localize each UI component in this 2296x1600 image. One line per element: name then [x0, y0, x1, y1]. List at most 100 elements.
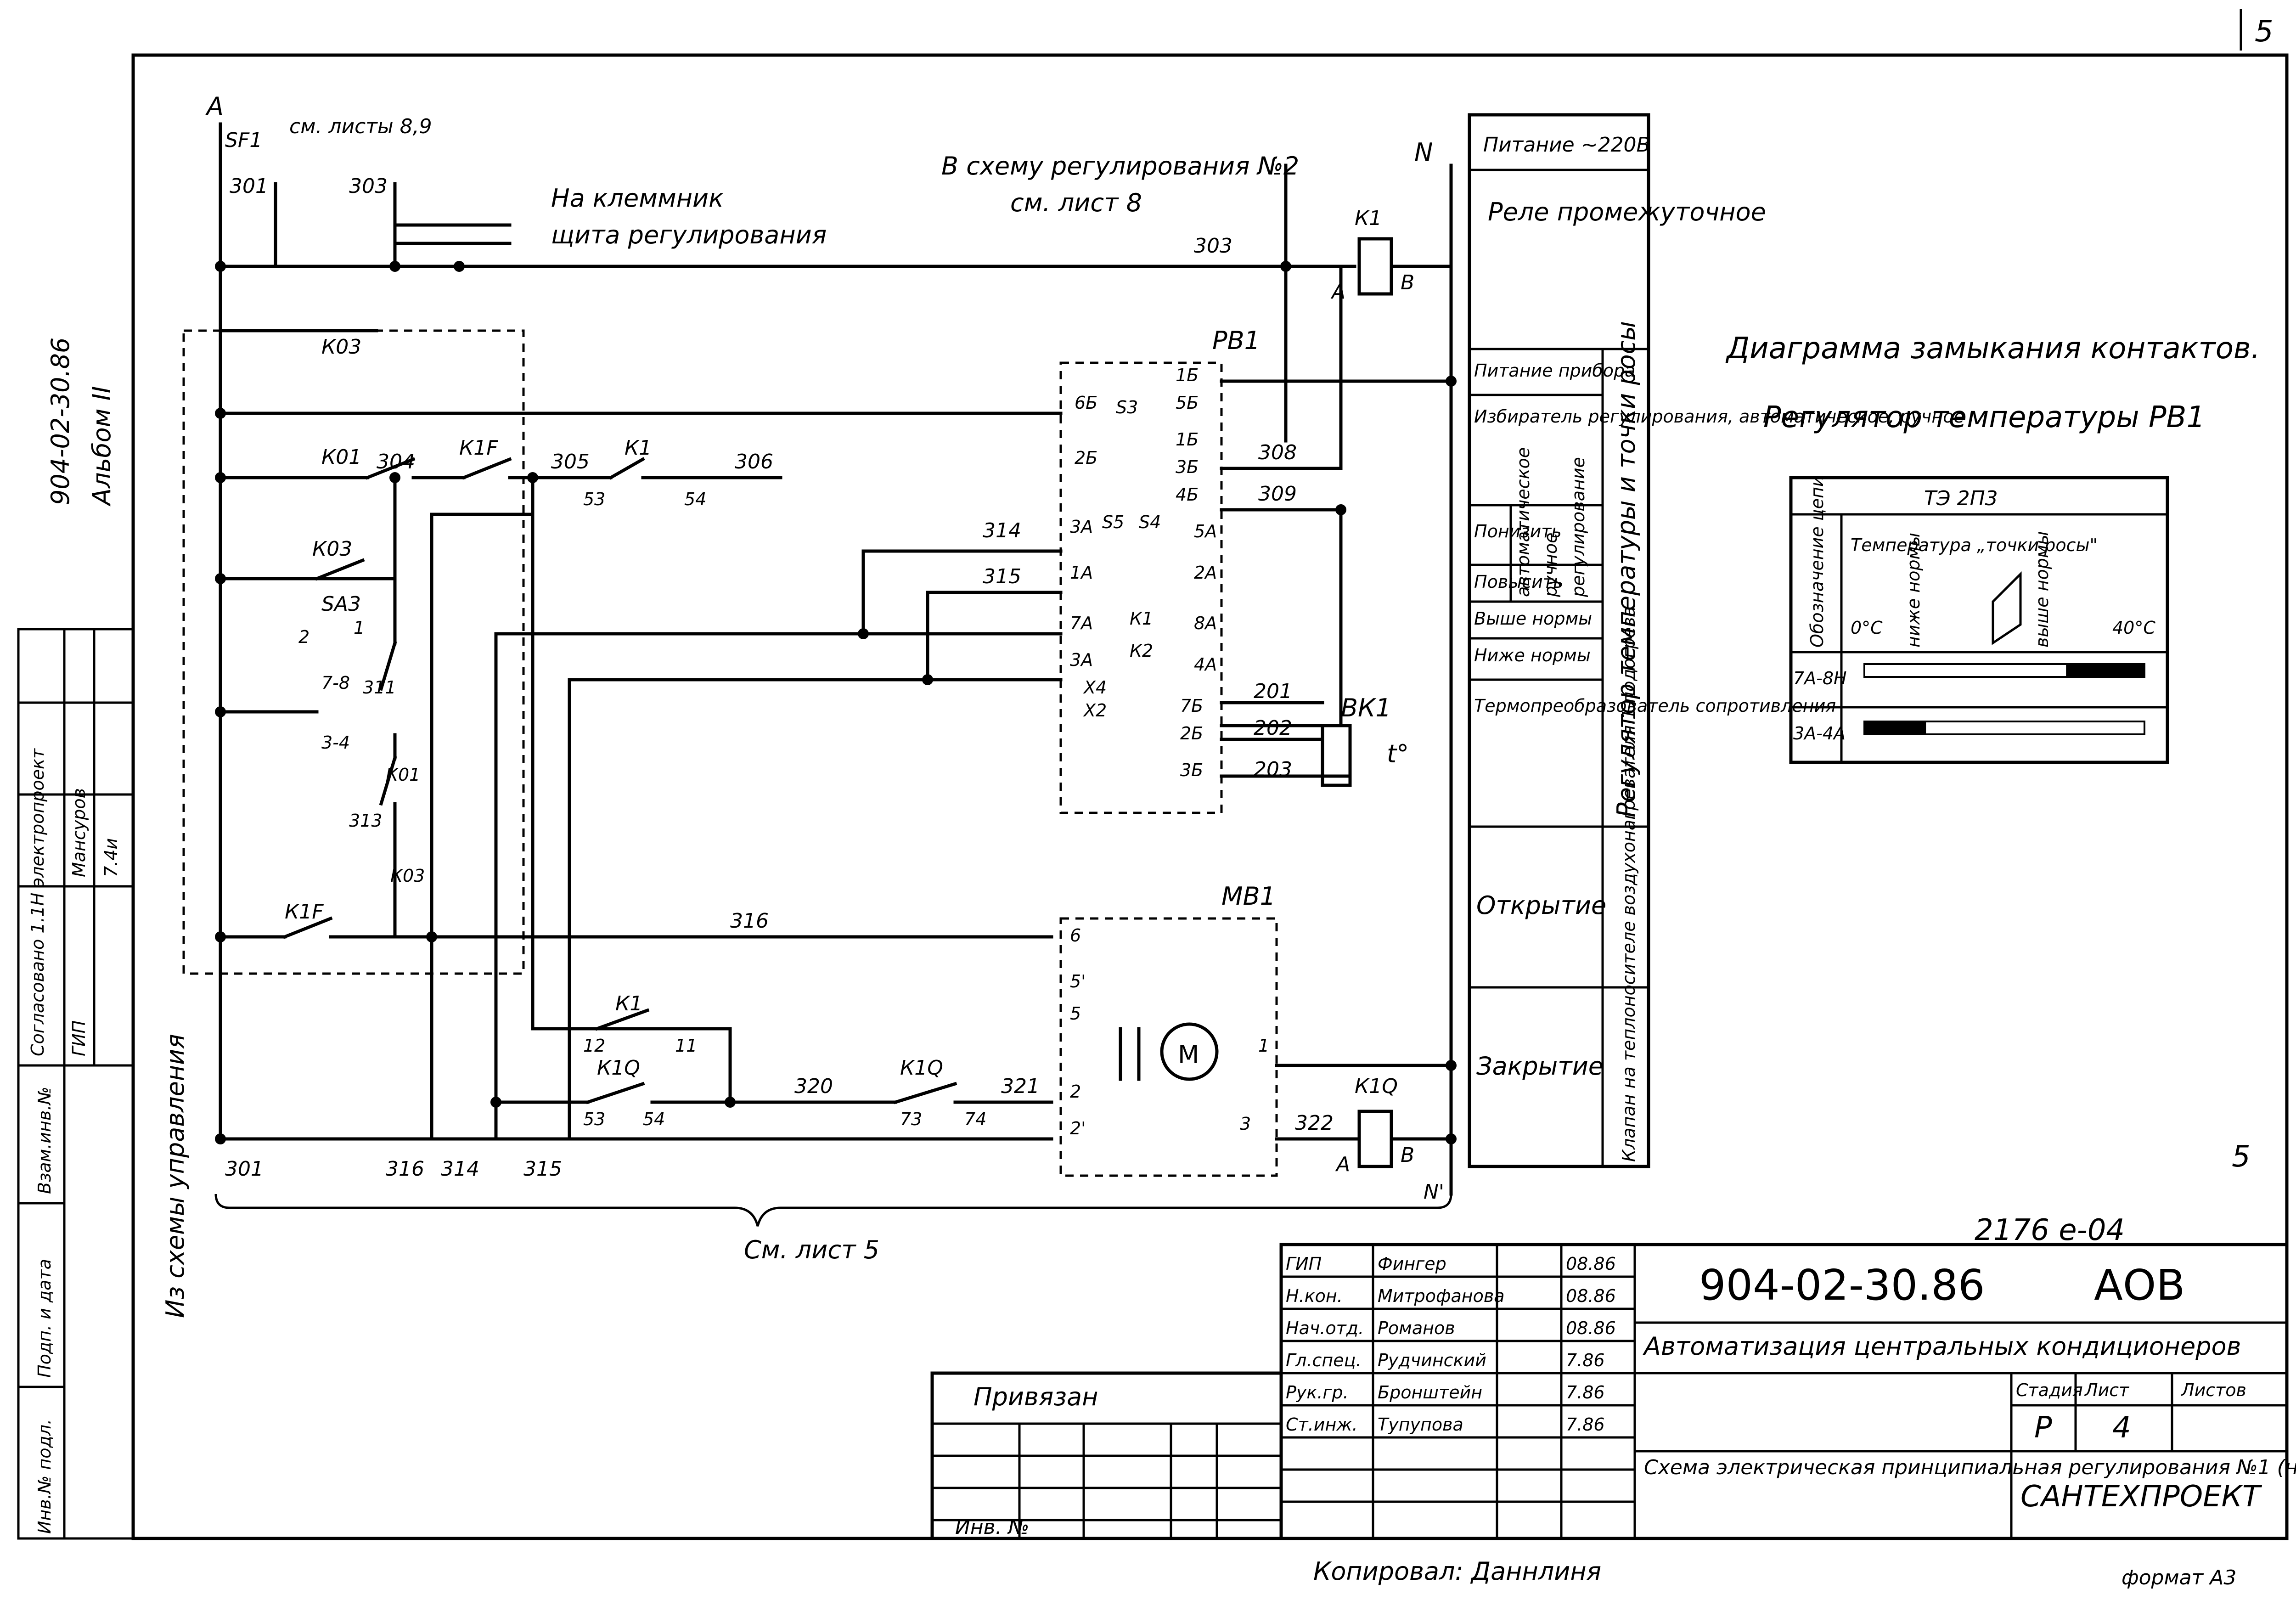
schematic-wiring: [182, 122, 1453, 1227]
svg-text:0°С: 0°С: [1851, 618, 1883, 638]
svg-text:4Б: 4Б: [1176, 485, 1199, 505]
svg-text:2Б: 2Б: [1075, 448, 1097, 468]
regulator-rb1-box: [1059, 361, 1223, 814]
phase-label: А: [205, 92, 224, 121]
svg-text:Стадия: Стадия: [2016, 1380, 2083, 1400]
svg-text:3Б: 3Б: [1180, 760, 1203, 780]
motor-mb1-box: [1059, 917, 1278, 1177]
svg-text:2': 2': [1070, 1118, 1086, 1138]
svg-text:Нач.отд.: Нач.отд.: [1286, 1318, 1364, 1338]
from-control-label: Из схемы управления: [161, 1034, 190, 1318]
svg-text:2Б: 2Б: [1180, 723, 1203, 744]
svg-text:202: 202: [1254, 716, 1292, 740]
legend-regulator-title: Регулятор температуры и точки росы: [1612, 321, 1641, 817]
schematic-labels: А SF1 см. листы 8,9 На клеммник щита рег…: [161, 92, 1444, 1318]
svg-text:3А: 3А: [1070, 650, 1093, 670]
svg-text:315: 315: [523, 1157, 562, 1181]
svg-text:08.86: 08.86: [1566, 1318, 1616, 1338]
svg-text:В: В: [1401, 271, 1414, 294]
svg-text:5': 5': [1070, 971, 1086, 992]
svg-text:К1Q: К1Q: [597, 1056, 640, 1080]
svg-text:Х2: Х2: [1083, 700, 1107, 721]
legend-relay: Реле промежуточное: [1488, 197, 1766, 226]
svg-text:Х4: Х4: [1083, 677, 1107, 698]
contact-diagram-title: Диаграмма замыкания контактов.: [1725, 332, 2260, 366]
svg-text:308: 308: [1258, 441, 1297, 464]
svg-text:Лист: Лист: [2084, 1380, 2130, 1400]
svg-text:К1Q: К1Q: [900, 1056, 943, 1080]
contact-closed-bar: [2066, 664, 2144, 677]
doc-code: 904-02-30.86: [1699, 1261, 1985, 1310]
svg-text:К1: К1: [615, 992, 642, 1015]
motor-symbol: [1160, 1022, 1219, 1081]
svg-text:309: 309: [1258, 482, 1297, 506]
svg-text:1Б: 1Б: [1176, 429, 1199, 450]
see-sheets-89: см. листы 8,9: [289, 115, 432, 138]
sheet-value: 4: [2112, 1411, 2131, 1445]
inv-label: Инв. №: [955, 1515, 1029, 1539]
relay-k1-label: К1: [1355, 207, 1382, 230]
svg-text:Тупупова: Тупупова: [1378, 1414, 1463, 1435]
legend-column: Питание ~220В Реле промежуточное Питание…: [1468, 113, 1964, 1168]
svg-text:306: 306: [735, 450, 773, 473]
svg-text:7А-8Н: 7А-8Н: [1793, 668, 1847, 688]
contact-diagram: Диаграмма замыкания контактов. Регулятор…: [1725, 332, 2260, 764]
junction-dots: [215, 261, 1457, 1144]
breaker-label: SF1: [225, 129, 262, 152]
svg-text:А: А: [1330, 280, 1345, 304]
svg-text:К1: К1: [625, 436, 652, 460]
svg-text:Ст.инж.: Ст.инж.: [1286, 1414, 1358, 1435]
sign-date-label: Подп. и дата: [34, 1259, 55, 1378]
svg-text:4А: 4А: [1194, 654, 1217, 675]
svg-text:12: 12: [583, 1036, 605, 1056]
side-album: Альбом II: [87, 386, 116, 507]
svg-text:3А: 3А: [1070, 517, 1093, 537]
inv-no-label: Взам.инв.№: [34, 1087, 55, 1194]
legend-power: Питание ~220В: [1483, 133, 1650, 157]
neutral-label: N: [1414, 138, 1433, 167]
svg-text:К1: К1: [1130, 608, 1153, 629]
svg-text:К03: К03: [321, 335, 361, 359]
svg-text:3Б: 3Б: [1176, 457, 1199, 477]
see-sheet-5: См. лист 5: [744, 1235, 879, 1264]
svg-text:305: 305: [551, 450, 590, 473]
svg-text:301: 301: [225, 1157, 264, 1181]
svg-text:Митрофанова: Митрофанова: [1378, 1286, 1505, 1306]
svg-text:2: 2: [1070, 1082, 1081, 1102]
svg-text:Рудчинский: Рудчинский: [1378, 1350, 1486, 1370]
svg-text:5А: 5А: [1194, 521, 1217, 541]
svg-text:7.86: 7.86: [1566, 1382, 1605, 1403]
svg-text:1: 1: [1258, 1036, 1269, 1056]
svg-text:выше нормы: выше нормы: [2032, 531, 2052, 648]
sheet-frame: [131, 53, 2289, 1540]
row-head: Обозначение цепи: [1807, 475, 1827, 648]
svg-text:К01: К01: [321, 445, 361, 469]
sensor-t-label: t°: [1387, 739, 1409, 768]
svg-text:5Б: 5Б: [1176, 393, 1199, 413]
svg-text:Повысить: Повысить: [1474, 572, 1563, 592]
svg-text:К01: К01: [386, 765, 420, 785]
svg-text:2: 2: [298, 627, 310, 647]
page-number: 5: [2255, 15, 2273, 49]
stage-value: Р: [2034, 1411, 2052, 1445]
see-sheet-8: см. лист 8: [1010, 188, 1142, 217]
svg-text:Выше нормы: Выше нормы: [1474, 608, 1592, 629]
col-head: Температура „точки росы": [1851, 535, 2098, 555]
svg-text:S5: S5: [1102, 512, 1124, 532]
relay-k1q-label: К1Q: [1355, 1075, 1398, 1098]
svg-text:313: 313: [349, 811, 383, 831]
sensor-bk1-box: [1321, 724, 1352, 787]
svg-text:7.86: 7.86: [1566, 1350, 1605, 1370]
svg-text:1: 1: [354, 618, 365, 638]
svg-text:08.86: 08.86: [1566, 1254, 1616, 1274]
left-strip: Согласовано 1.1Н электропроект Мансуров …: [17, 628, 135, 1540]
contact-closed-bar: [1864, 721, 1926, 734]
svg-text:7А: 7А: [1070, 613, 1093, 633]
agreed-text: Согласовано 1.1Н электропроект: [28, 748, 48, 1056]
svg-text:Бронштейн: Бронштейн: [1378, 1382, 1482, 1403]
svg-text:К1F: К1F: [459, 436, 498, 460]
svg-text:7-8: 7-8: [321, 673, 350, 693]
side-code: 904-02-30.86: [46, 338, 75, 505]
svg-text:автоматическое: автоматическое: [1513, 447, 1533, 597]
